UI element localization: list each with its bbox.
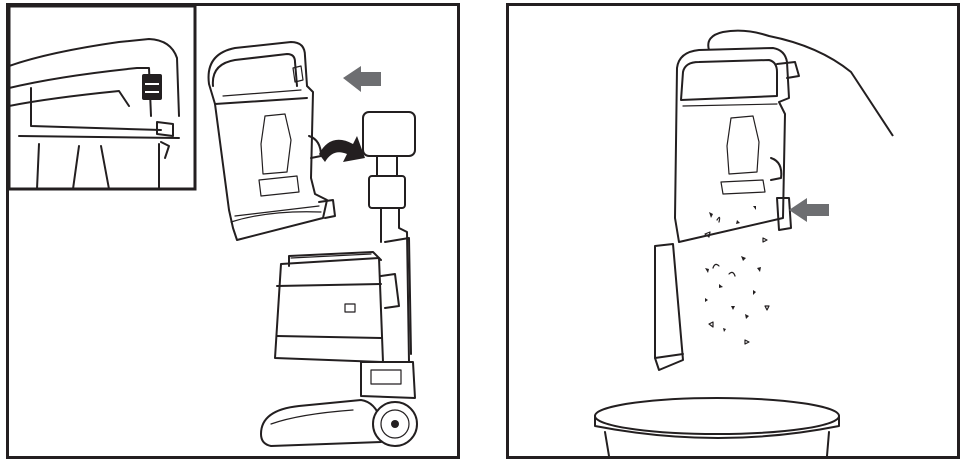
debris-icon (705, 206, 761, 332)
dirt-cup-icon (674, 47, 800, 243)
pull-arrow (343, 66, 381, 92)
vacuum-icon (260, 111, 418, 447)
right-panel-empty-dirt-cup (506, 3, 960, 459)
trash-bin-icon (594, 397, 840, 456)
lift-arrow (319, 136, 365, 162)
release-latch-icon (142, 74, 162, 100)
left-panel-drawing (9, 6, 418, 447)
press-release-arrow (789, 198, 829, 222)
left-panel-remove-dirt-cup (6, 3, 460, 459)
inset-latch-detail (9, 6, 197, 191)
dirt-cup-lid (654, 243, 684, 371)
debris-outline (704, 216, 770, 345)
dirt-cup-icon (207, 41, 336, 241)
right-panel-drawing (594, 29, 894, 456)
